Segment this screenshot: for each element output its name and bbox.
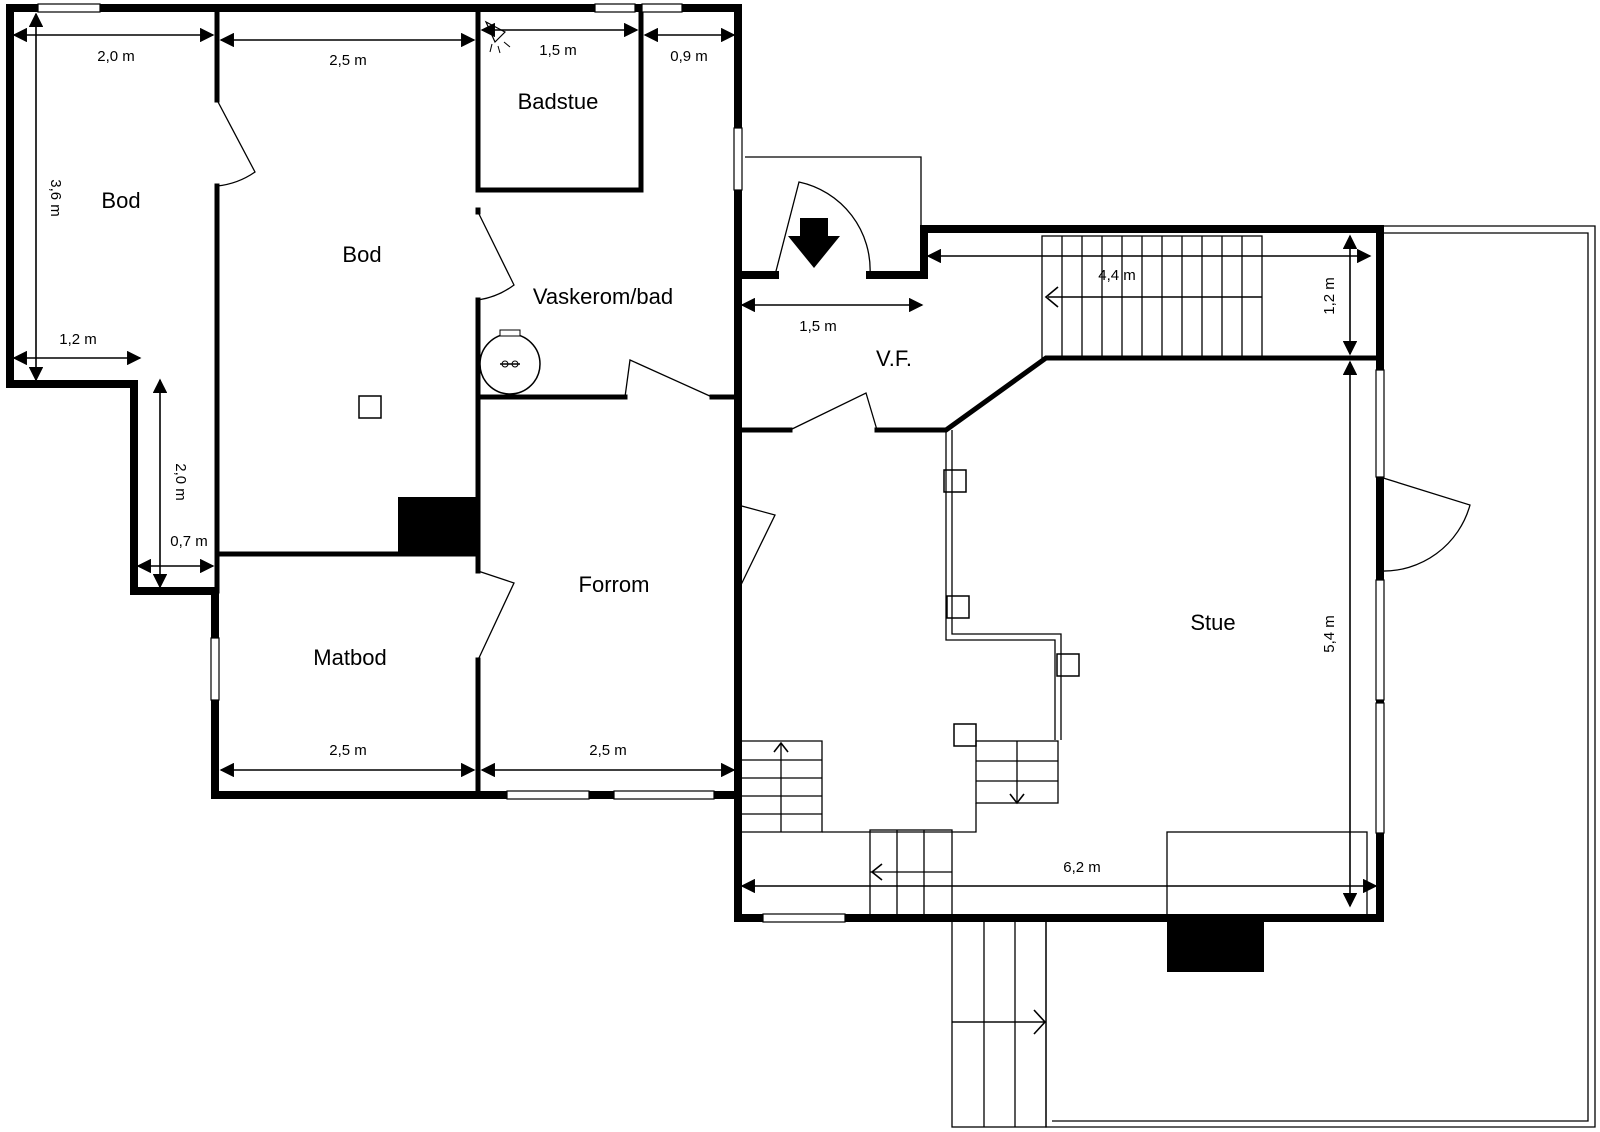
room-label-vaskerom: Vaskerom/bad	[533, 284, 673, 309]
built-in-bench	[1166, 831, 1368, 919]
chimney-block	[398, 497, 478, 554]
dim-badstue-width: 1,5 m	[539, 42, 577, 59]
windows	[37, 3, 1385, 923]
stair-upper	[1041, 235, 1263, 359]
room-label-matbod: Matbod	[313, 645, 386, 670]
water-heater-icon	[479, 329, 541, 395]
dimension-lines	[12, 12, 1378, 908]
stue-railing	[945, 430, 1062, 740]
stair-landing-outline	[822, 803, 977, 833]
dim-matbod-width: 2,5 m	[329, 742, 367, 759]
dim-stue-width: 6,2 m	[1063, 859, 1101, 876]
dim-bod-center-width: 2,5 m	[329, 52, 367, 69]
interior-walls	[214, 9, 1383, 798]
dim-stairs-depth: 1,2 m	[1321, 277, 1338, 315]
stair-outdoor	[951, 917, 1047, 1128]
column-markers	[358, 395, 1080, 747]
sauna-light-icon	[484, 20, 511, 54]
stair-lower-left	[740, 740, 823, 833]
stair-lower-middle	[869, 829, 953, 917]
entrance-arrow-icon	[788, 218, 840, 268]
doors	[216, 99, 1471, 661]
room-label-bod-left: Bod	[101, 188, 140, 213]
dim-bod-left-step: 0,7 m	[170, 533, 208, 550]
room-label-vf: V.F.	[876, 346, 912, 371]
fireplace-block	[1167, 918, 1264, 972]
dim-bod-left-lower-width: 1,2 m	[59, 331, 97, 348]
dim-bod-left-height: 3,6 m	[47, 179, 64, 217]
dim-vf-width: 1,5 m	[799, 318, 837, 335]
dim-stairs-width: 4,4 m	[1098, 267, 1136, 284]
terrace	[1045, 225, 1596, 1128]
dim-vaskerom-width: 0,9 m	[670, 48, 708, 65]
room-label-forrom: Forrom	[579, 572, 650, 597]
dim-stue-height: 5,4 m	[1321, 615, 1338, 653]
dim-bod-left-lower-height: 2,0 m	[172, 463, 189, 501]
dim-forrom-width: 2,5 m	[589, 742, 627, 759]
room-label-bod-center: Bod	[342, 242, 381, 267]
dim-bod-left-width: 2,0 m	[97, 48, 135, 65]
stair-lower-right	[975, 740, 1059, 805]
room-label-stue: Stue	[1190, 610, 1235, 635]
room-label-badstue: Badstue	[518, 89, 599, 114]
